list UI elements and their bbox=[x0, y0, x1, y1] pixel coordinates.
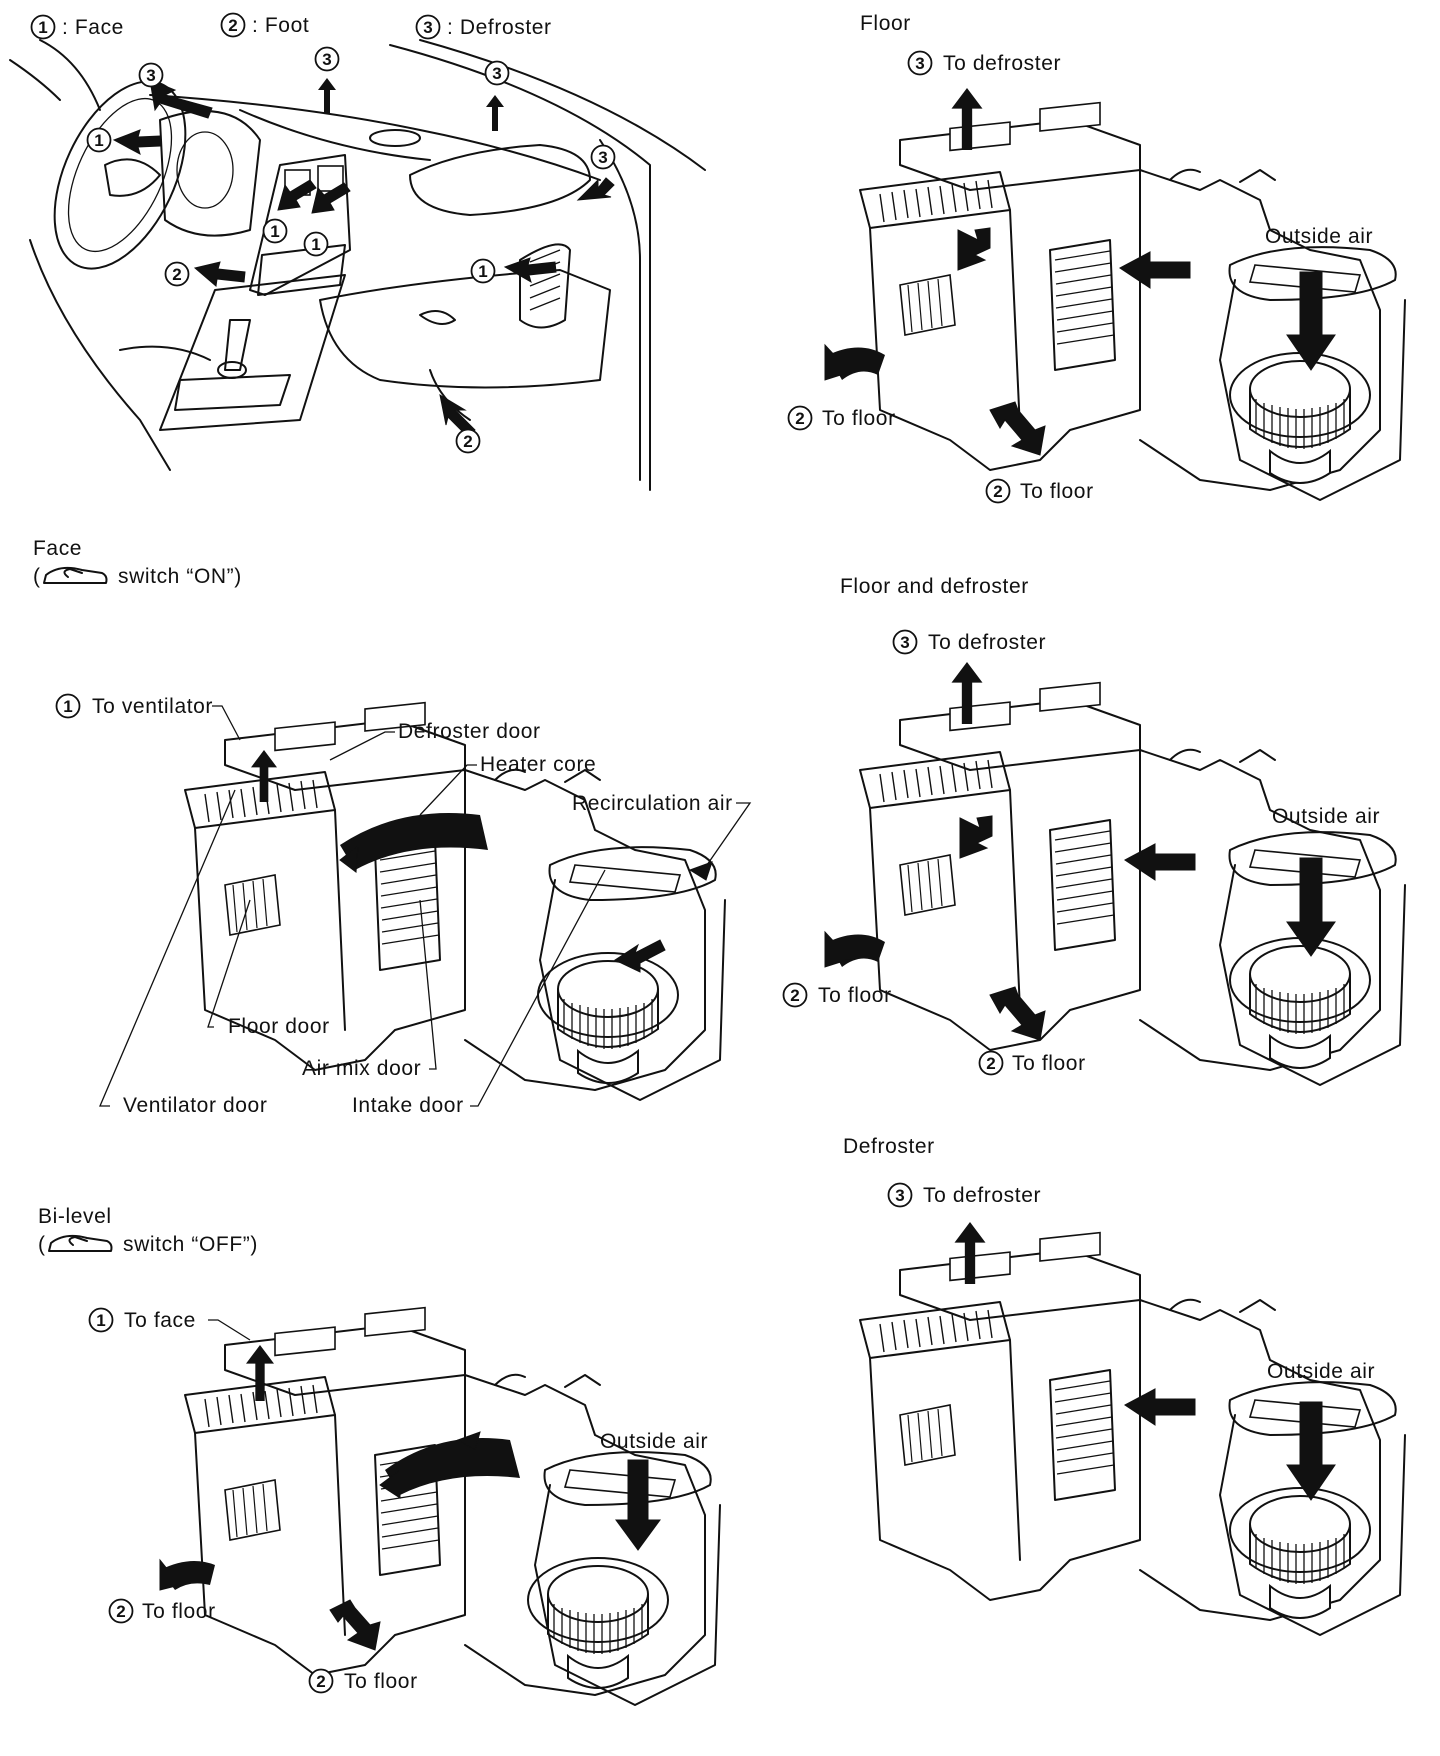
to-ventilator-num: 1 bbox=[63, 697, 72, 716]
to-floor-a-label: To floor bbox=[142, 1600, 216, 1623]
to-floor-b-num: 2 bbox=[986, 1054, 995, 1073]
to-floor-b-num: 2 bbox=[316, 1672, 325, 1691]
to-defroster-num: 3 bbox=[895, 1186, 904, 1205]
legend-face-label: : Face bbox=[62, 16, 124, 39]
svg-text:switch “OFF”): switch “OFF”) bbox=[123, 1233, 258, 1256]
to-ventilator-label: To ventilator bbox=[92, 695, 213, 718]
recirc-switch-icon bbox=[48, 1234, 113, 1252]
svg-text:3: 3 bbox=[598, 148, 607, 167]
defroster-door-label: Defroster door bbox=[398, 720, 541, 743]
to-defroster-num: 3 bbox=[900, 633, 909, 652]
panel-floor-defroster-title: Floor and defroster bbox=[840, 575, 1029, 598]
to-floor-a-num: 2 bbox=[790, 986, 799, 1005]
dashboard-marker-3d: 3 bbox=[590, 144, 616, 170]
legend-defroster: 3 : Defroster bbox=[415, 14, 552, 40]
air-mix-door-label: Air mix door bbox=[302, 1057, 421, 1080]
to-defroster-label: To defroster bbox=[943, 52, 1061, 75]
panel-bilevel-switch-caption: ( switch “OFF”) bbox=[38, 1233, 258, 1256]
dashboard-marker-3b: 3 bbox=[314, 46, 340, 72]
to-floor-b-label: To floor bbox=[1012, 1052, 1086, 1075]
legend-defroster-num: 3 bbox=[423, 18, 432, 37]
to-floor-b-label: To floor bbox=[344, 1670, 418, 1693]
outside-air-label: Outside air bbox=[600, 1430, 708, 1453]
panel-face-title: Face bbox=[33, 537, 82, 560]
panel-floor-defroster: Floor and defroster 3 To defroster Outsi… bbox=[782, 575, 1406, 1086]
recirc-switch-icon bbox=[43, 566, 108, 584]
outside-air-label: Outside air bbox=[1272, 805, 1380, 828]
to-floor-b-num: 2 bbox=[993, 482, 1002, 501]
svg-text:1: 1 bbox=[270, 222, 279, 241]
svg-text:3: 3 bbox=[146, 66, 155, 85]
legend: 1 : Face 2 : Foot 3 : Defroster bbox=[30, 12, 552, 40]
svg-text:switch “ON”): switch “ON”) bbox=[118, 565, 242, 588]
svg-text:(: ( bbox=[33, 565, 41, 588]
to-face-num: 1 bbox=[96, 1311, 105, 1330]
floor-door-label: Floor door bbox=[228, 1015, 330, 1038]
panel-bilevel-title: Bi-level bbox=[38, 1205, 112, 1228]
intake-door-label: Intake door bbox=[352, 1094, 464, 1117]
to-floor-a-num: 2 bbox=[795, 409, 804, 428]
heater-core-label: Heater core bbox=[480, 753, 596, 776]
dashboard-marker-1c: 1 bbox=[303, 231, 329, 257]
panel-face-switch-caption: ( switch “ON”) bbox=[33, 565, 242, 588]
panel-defroster: Defroster 3 To defroster Outside air bbox=[843, 1135, 1406, 1636]
outside-air-label: Outside air bbox=[1265, 225, 1373, 248]
ventilator-door-label: Ventilator door bbox=[123, 1094, 267, 1117]
dashboard-marker-1b: 1 bbox=[262, 218, 288, 244]
panel-defroster-title: Defroster bbox=[843, 1135, 935, 1158]
dashboard-marker-1d: 1 bbox=[470, 258, 496, 284]
legend-defroster-label: : Defroster bbox=[447, 16, 552, 39]
to-floor-b-label: To floor bbox=[1020, 480, 1094, 503]
panel-floor-title: Floor bbox=[860, 12, 911, 35]
svg-text:2: 2 bbox=[463, 432, 472, 451]
dashboard-marker-3a: 3 bbox=[138, 62, 164, 88]
dashboard-marker-3c: 3 bbox=[484, 60, 510, 86]
svg-text:(: ( bbox=[38, 1233, 46, 1256]
dashboard-illustration: 3 3 3 3 1 1 1 1 bbox=[9, 39, 706, 491]
to-face-label: To face bbox=[124, 1309, 196, 1332]
panel-floor: Floor 3 To defroster Outside air 2 To fl… bbox=[787, 12, 1406, 504]
legend-face: 1 : Face bbox=[30, 14, 124, 40]
outside-air-label: Outside air bbox=[1267, 1360, 1375, 1383]
dashboard-marker-2b: 2 bbox=[455, 428, 481, 454]
to-defroster-label: To defroster bbox=[928, 631, 1046, 654]
to-floor-a-label: To floor bbox=[822, 407, 896, 430]
to-defroster-num: 3 bbox=[915, 54, 924, 73]
svg-text:1: 1 bbox=[478, 262, 487, 281]
panel-face: Face ( switch “ON”) 1 To ventilator Defr… bbox=[33, 537, 752, 1117]
panel-bilevel: Bi-level ( switch “OFF”) 1 To face Outsi… bbox=[38, 1205, 721, 1706]
legend-foot: 2 : Foot bbox=[220, 12, 309, 38]
dashboard-marker-1a: 1 bbox=[86, 127, 112, 153]
legend-face-num: 1 bbox=[38, 18, 47, 37]
svg-text:1: 1 bbox=[311, 235, 320, 254]
to-defroster-label: To defroster bbox=[923, 1184, 1041, 1207]
svg-text:2: 2 bbox=[172, 265, 181, 284]
legend-foot-label: : Foot bbox=[252, 14, 309, 37]
svg-text:3: 3 bbox=[322, 50, 331, 69]
legend-foot-num: 2 bbox=[228, 16, 237, 35]
svg-text:1: 1 bbox=[94, 131, 103, 150]
dashboard-marker-2a: 2 bbox=[164, 261, 190, 287]
to-floor-a-label: To floor bbox=[818, 984, 892, 1007]
to-floor-a-num: 2 bbox=[116, 1602, 125, 1621]
svg-text:3: 3 bbox=[492, 64, 501, 83]
recirculation-air-label: Recirculation air bbox=[572, 792, 733, 815]
